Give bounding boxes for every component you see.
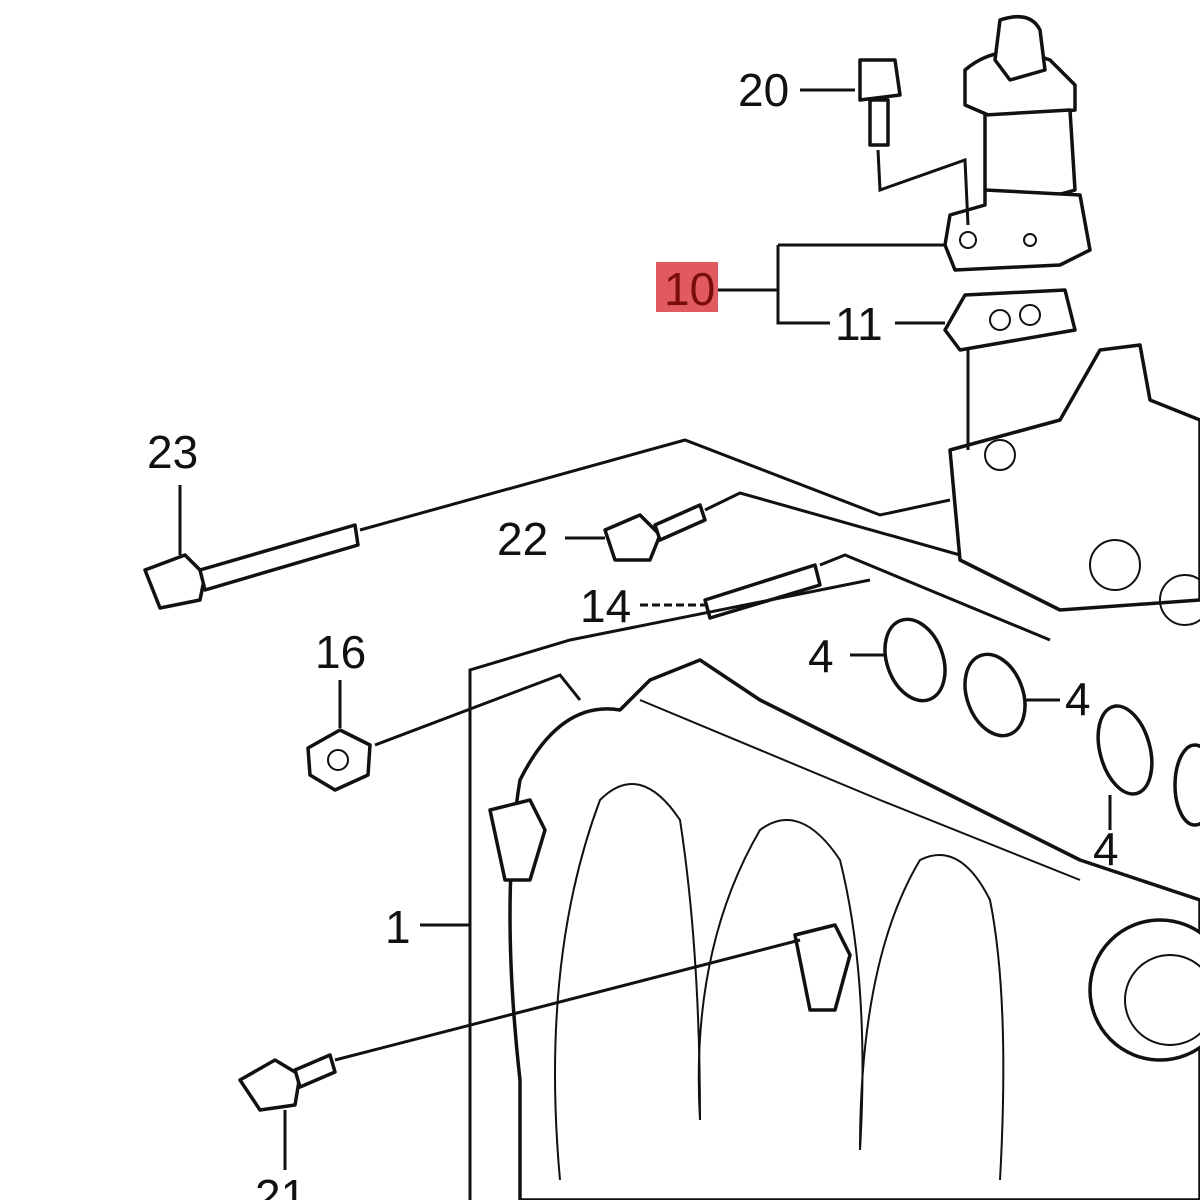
callout-22[interactable]: 22 xyxy=(497,513,548,565)
callout-21[interactable]: 21 xyxy=(255,1170,306,1200)
highlight-box-10 xyxy=(656,262,718,312)
callout-23[interactable]: 23 xyxy=(147,426,198,478)
callout-1[interactable]: 1 xyxy=(385,901,411,953)
bolt-21 xyxy=(238,938,801,1170)
bolt-22 xyxy=(565,491,961,562)
callout-4-a[interactable]: 4 xyxy=(808,630,834,682)
egr-valve xyxy=(943,14,1092,272)
nut-16 xyxy=(306,673,582,792)
callout-bracket-10 xyxy=(715,243,945,325)
callout-11[interactable]: 11 xyxy=(835,298,883,350)
intake-manifold xyxy=(420,578,1200,1200)
callout-10[interactable]: 10 xyxy=(664,263,715,315)
egr-gasket xyxy=(943,288,1077,352)
bolt-23 xyxy=(143,438,951,610)
callout-20[interactable]: 20 xyxy=(738,64,789,116)
bolt-20 xyxy=(858,58,970,226)
callout-4-b[interactable]: 4 xyxy=(1065,673,1091,725)
callout-4-c[interactable]: 4 xyxy=(1093,823,1119,875)
o-rings xyxy=(850,617,1200,830)
egr-pipe-bracket xyxy=(948,343,1200,626)
callout-16[interactable]: 16 xyxy=(315,626,366,678)
callout-14[interactable]: 14 xyxy=(580,580,631,632)
